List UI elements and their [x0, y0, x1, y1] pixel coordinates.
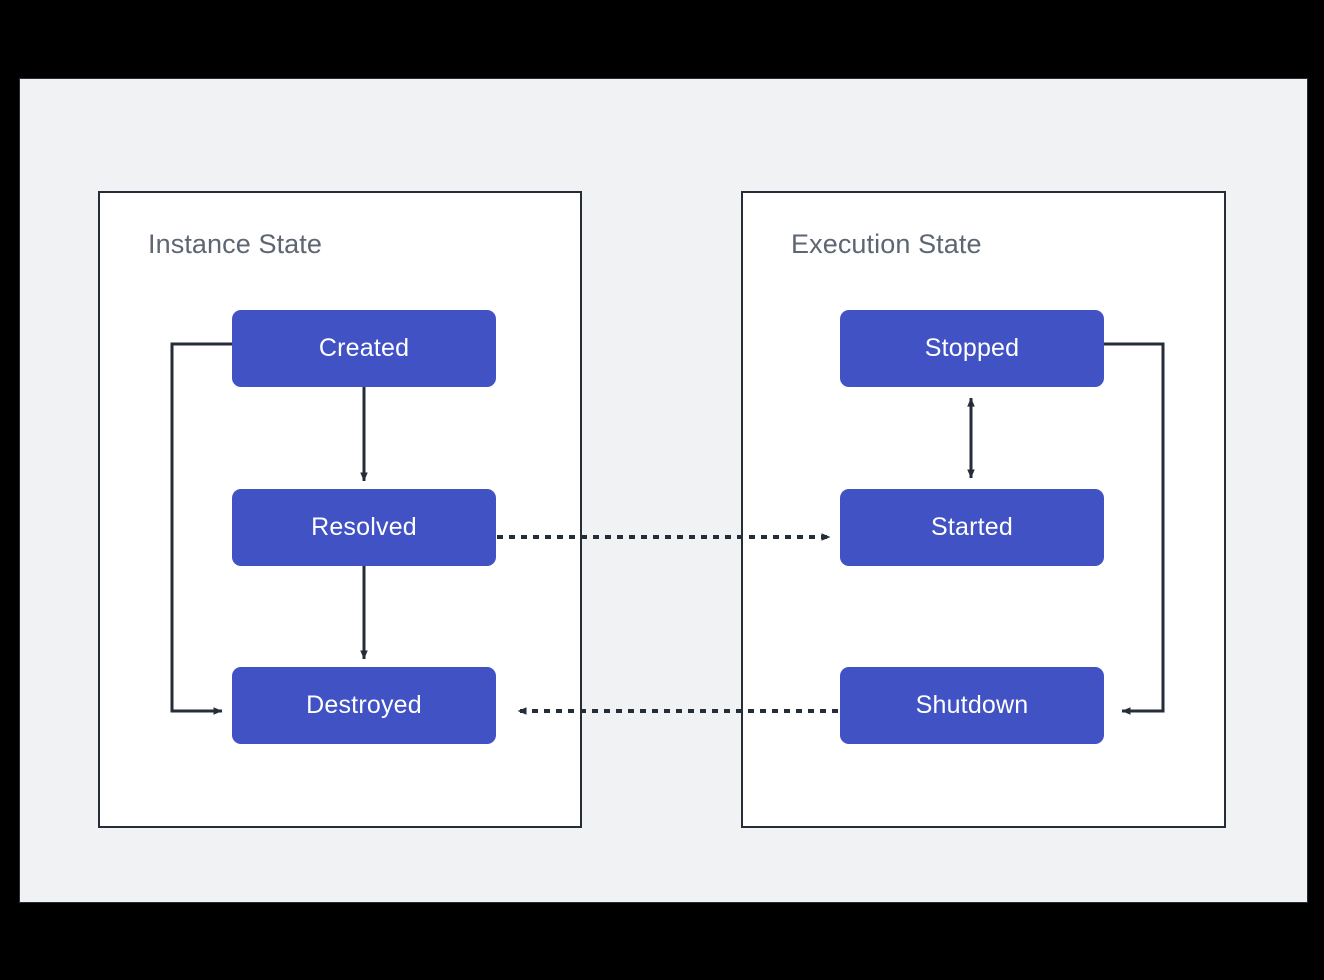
state-box-started[interactable]: Started: [840, 489, 1104, 566]
state-box-stopped[interactable]: Stopped: [840, 310, 1104, 387]
state-label-created: Created: [318, 334, 410, 362]
state-label-resolved: Resolved: [311, 513, 417, 541]
panel-instance-state-title: Instance State: [148, 229, 323, 259]
state-box-destroyed[interactable]: Destroyed: [232, 667, 496, 744]
state-label-stopped: Stopped: [924, 334, 1020, 362]
state-label-shutdown: Shutdown: [915, 691, 1029, 719]
state-box-created[interactable]: Created: [232, 310, 496, 387]
state-box-resolved[interactable]: Resolved: [232, 489, 496, 566]
state-label-destroyed: Destroyed: [306, 691, 422, 719]
panel-execution-state-title: Execution State: [791, 229, 982, 259]
state-box-shutdown[interactable]: Shutdown: [840, 667, 1104, 744]
state-label-started: Started: [930, 513, 1013, 541]
